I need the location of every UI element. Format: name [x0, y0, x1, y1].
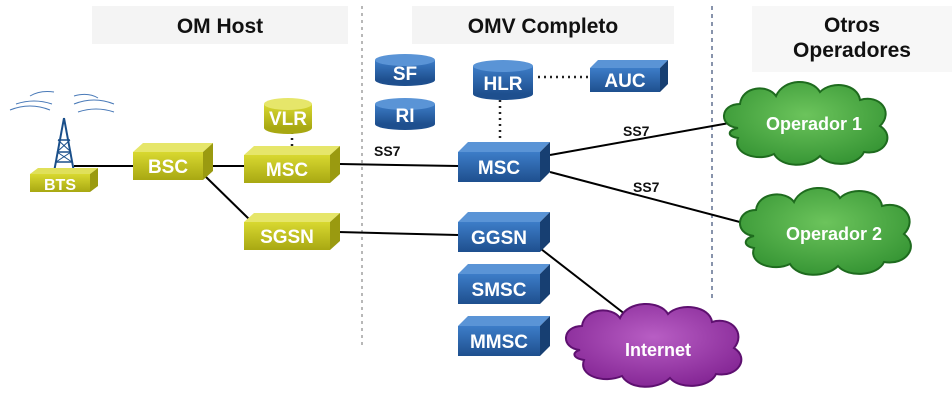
link-bsc-sgsn [204, 175, 251, 221]
node-msc-host: MSC [244, 146, 340, 183]
section-title-host: OM Host [177, 15, 263, 38]
node-smsc: SMSC [458, 264, 550, 304]
section-title-others-line1: Otros [824, 14, 880, 37]
links [74, 121, 756, 319]
omv-header-panel [412, 6, 674, 44]
link-msc-operador2 [549, 171, 756, 227]
node-label-msc-host: MSC [266, 160, 309, 181]
cloud-internet: Internet [565, 302, 743, 388]
node-label-ggsn: GGSN [471, 228, 527, 249]
link-msc-msc [339, 163, 459, 167]
link-ggsn-internet [531, 241, 631, 319]
node-label-bts: BTS [44, 177, 76, 194]
others-header-panel [752, 6, 952, 72]
node-bsc: BSC [133, 143, 213, 180]
link-sgsn-ggsn [337, 231, 459, 236]
node-label-bsc: BSC [148, 157, 188, 178]
node-label-sgsn: SGSN [260, 227, 314, 248]
section-title-others-line2: Operadores [793, 39, 911, 62]
node-label-mmsc: MMSC [470, 332, 528, 353]
host-header-panel [92, 6, 348, 44]
node-label-auc: AUC [604, 71, 645, 92]
node-label-sf: SF [393, 64, 417, 85]
link-msc-operador1 [549, 121, 736, 156]
node-label-msc-omv: MSC [478, 158, 521, 179]
cloud-label-operador2: Operador 2 [786, 224, 882, 244]
node-vlr: VLR [264, 98, 312, 134]
section-title-omv: OMV Completo [468, 15, 619, 38]
node-ggsn: GGSN [458, 212, 550, 252]
node-msc-omv: MSC [458, 142, 550, 182]
bts-antenna-icon [9, 91, 115, 173]
node-mmsc: MMSC [458, 316, 550, 356]
cloud-operador2: Operador 2 [739, 186, 912, 276]
node-ri: RI [375, 98, 435, 130]
link-label-ss7-op2: SS7 [633, 179, 660, 195]
node-label-smsc: SMSC [472, 280, 527, 301]
node-sgsn: SGSN [244, 213, 340, 250]
node-label-ri: RI [396, 106, 415, 127]
node-hlr: HLR [473, 60, 533, 100]
link-label-ss7-host: SS7 [374, 143, 401, 159]
node-bts: BTS [30, 168, 98, 194]
node-auc: AUC [590, 60, 668, 92]
link-label-ss7-op1: SS7 [623, 123, 650, 139]
node-label-hlr: HLR [483, 74, 522, 95]
node-label-vlr: VLR [269, 109, 307, 130]
cloud-label-operador1: Operador 1 [766, 114, 862, 134]
dotted-links [290, 75, 590, 148]
cloud-label-internet: Internet [625, 340, 691, 360]
cloud-operador1: Operador 1 [723, 81, 889, 166]
node-sf: SF [375, 54, 435, 86]
